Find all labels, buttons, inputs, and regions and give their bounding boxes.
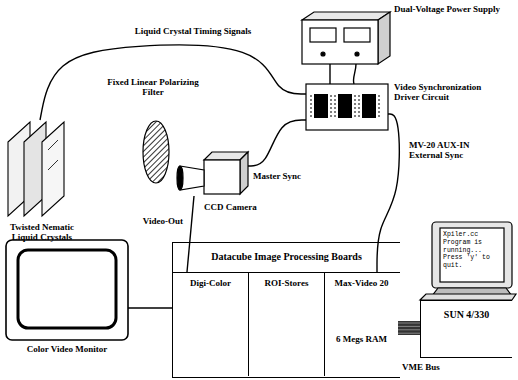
node-note: 6 Megs RAM (329, 334, 394, 344)
node-label: CCD Camera (204, 202, 268, 212)
terminal-drawing (432, 222, 512, 296)
bus-stripe (398, 333, 420, 334)
signal-label: Video-Out (128, 216, 184, 226)
node-label: Digi-Color (173, 272, 248, 288)
camera-drawing (177, 152, 248, 194)
monitor-drawing (6, 240, 128, 340)
bus-stripe (398, 326, 420, 327)
node-label: Fixed Linear Polarizing Filter (103, 77, 203, 98)
board-column: Digi-Color (173, 272, 249, 376)
bus-stripe (398, 323, 420, 324)
signal-label: VME Bus (401, 362, 447, 372)
board-column: ROI-Stores (249, 272, 325, 376)
bus-cable (398, 321, 420, 335)
power-supply: Dual-Voltage Power Supply (302, 12, 390, 64)
signal-wire (377, 114, 399, 272)
driver-circuit: Video Synchronization Driver Circuit (306, 84, 388, 130)
node-label: Max-Video 20 (325, 272, 398, 288)
signal-label: MV-20 AUX-IN External Sync (408, 140, 500, 161)
circuit-board-drawing (306, 84, 388, 130)
board-column: Max-Video 20 6 Megs RAM (325, 272, 398, 376)
liquid-crystal-drawing (8, 122, 64, 216)
node-label: Dual-Voltage Power Supply (394, 4, 502, 14)
polarizer-drawing (143, 121, 169, 183)
signal-wire (40, 45, 306, 120)
supply-wire (353, 64, 356, 84)
polarizing-filter: Fixed Linear Polarizing Filter (143, 121, 169, 183)
signal-wire (248, 120, 306, 166)
video-monitor: Color Video Monitor (6, 240, 128, 340)
power-supply-drawing (302, 12, 390, 64)
node-label: SUN 4/330 (421, 301, 512, 321)
node-label: Video Synchronization Driver Circuit (394, 82, 506, 103)
node-label: Color Video Monitor (6, 344, 128, 354)
signal-label: Master Sync (252, 171, 310, 181)
node-label: Twisted Nematic Liquid Crystals (2, 222, 82, 243)
node-label: ROI-Stores (249, 272, 324, 288)
signal-wire (128, 307, 173, 308)
ccd-camera: CCD Camera (180, 152, 248, 196)
liquid-crystals: Twisted Nematic Liquid Crystals (6, 120, 66, 218)
terminal-screen: Xpiler.cc Program is running... Press 'y… (440, 228, 504, 282)
node-label: Datacube Image Processing Boards (173, 243, 400, 273)
signal-wire (329, 64, 330, 84)
bus-stripe (398, 329, 420, 330)
processing-boards: Digi-ColorROI-StoresMax-Video 20 6 Megs R… (172, 242, 400, 378)
signal-label: Liquid Crystal Timing Signals (122, 26, 264, 36)
signal-wire (187, 196, 194, 272)
sun-computer: SUN 4/330 (420, 300, 512, 358)
node-label: Xpiler.cc Program is running... Press 'y… (440, 228, 504, 273)
